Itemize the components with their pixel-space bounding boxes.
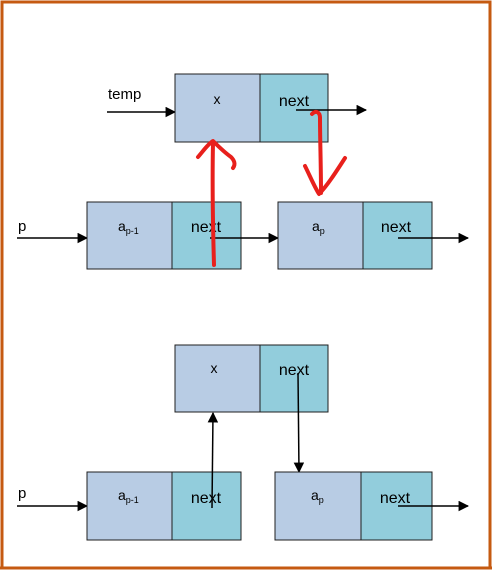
top-diagram: temp x next p ap-1 next a bbox=[17, 73, 470, 270]
node-prev-next-up-arrow bbox=[207, 411, 219, 509]
new-node-data-label: x bbox=[211, 360, 218, 376]
node-prev-next-cell bbox=[171, 201, 242, 270]
new-node-next-cell bbox=[259, 73, 329, 143]
node-prev-next-cell bbox=[171, 471, 242, 541]
node-prev-next-label: next bbox=[191, 490, 222, 507]
new-node-data-label: x bbox=[214, 91, 221, 107]
node-p-data-label: ap bbox=[311, 487, 324, 505]
new-node-bottom: x next bbox=[174, 344, 329, 413]
node-prev-next-label: next bbox=[191, 219, 222, 236]
red-up-arrow-head bbox=[196, 139, 237, 170]
new-node-next-down-arrow bbox=[293, 372, 305, 474]
node-p-next-label: next bbox=[380, 490, 411, 507]
node-p-data-cell bbox=[274, 471, 362, 541]
node-prev-data-cell bbox=[86, 471, 173, 541]
node-p-data-label: ap bbox=[312, 218, 325, 236]
red-annotations bbox=[196, 109, 347, 267]
node-prev-data-label: ap-1 bbox=[118, 487, 139, 505]
node-p-top: ap next bbox=[277, 201, 433, 270]
new-node-data-cell bbox=[174, 73, 261, 143]
temp-label: temp bbox=[108, 86, 141, 103]
p-label-bottom: p bbox=[18, 485, 26, 502]
node-prev-bottom: ap-1 next bbox=[86, 471, 242, 541]
new-node-data-cell bbox=[174, 344, 261, 413]
red-down-arrow-head bbox=[303, 156, 347, 196]
node-p-next-label: next bbox=[381, 219, 412, 236]
p-label-top: p bbox=[18, 218, 26, 235]
new-node-next-cell bbox=[259, 344, 329, 413]
red-up-arrow-shaft bbox=[210, 141, 216, 267]
red-down-arrow-shaft bbox=[318, 116, 323, 195]
bottom-diagram: x next p ap-1 next ap next bbox=[17, 344, 470, 541]
node-prev-top: ap-1 next bbox=[86, 201, 242, 270]
new-node-next-label: next bbox=[279, 362, 310, 379]
new-node-next-label: next bbox=[279, 93, 310, 110]
node-prev-data-label: ap-1 bbox=[118, 218, 139, 236]
node-p-next-cell bbox=[362, 201, 433, 270]
new-node-top: x next bbox=[174, 73, 329, 143]
